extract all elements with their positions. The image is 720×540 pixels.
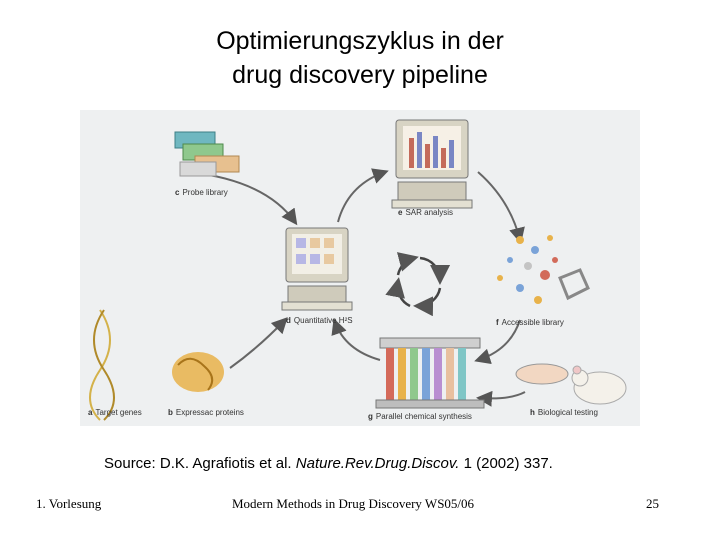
protein-structure [172,352,224,392]
arrow-library-to-synthesis [474,319,521,365]
arrow-probe-to-hts [187,171,298,226]
central-cycle-icon [385,252,451,317]
source-journal: Nature.Rev.Drug.Discov. [295,455,460,472]
source-prefix: Source: D.K. Agrafiotis et al. [104,455,296,472]
arrow-synthesis-to-hts [331,318,381,361]
parallel-synthesis-rack [375,337,485,409]
slide-title: Optimierungszyklus in der drug discovery… [120,24,600,92]
arrow-sar-to-library [477,171,525,244]
hts-computer [281,227,353,311]
arrow-proteins-to-hts [229,317,288,369]
dna-helix [89,309,115,421]
cycle-illustration [89,119,627,421]
probe-library-plates [174,131,240,177]
source-suffix: 1 (2002) 337. [459,455,553,472]
biological-testing-illustration [515,363,627,405]
sar-analysis-computer [391,119,473,209]
arrow-testing-to-synthesis [476,390,526,407]
arrow-hts-to-sar [337,168,389,223]
footer-lecture: 1. Vorlesung [36,496,102,511]
footer-page-number: 25 [646,496,659,511]
title-line-1: Optimierungszyklus in der [216,27,504,55]
footer-course-title: Modern Methods in Drug Discovery WS05/06 [232,496,475,511]
source-citation: Source: D.K. Agrafiotis et al. Nature.Re… [104,455,553,472]
accessible-library-molecules [497,235,590,304]
title-line-2: drug discovery pipeline [232,61,488,89]
